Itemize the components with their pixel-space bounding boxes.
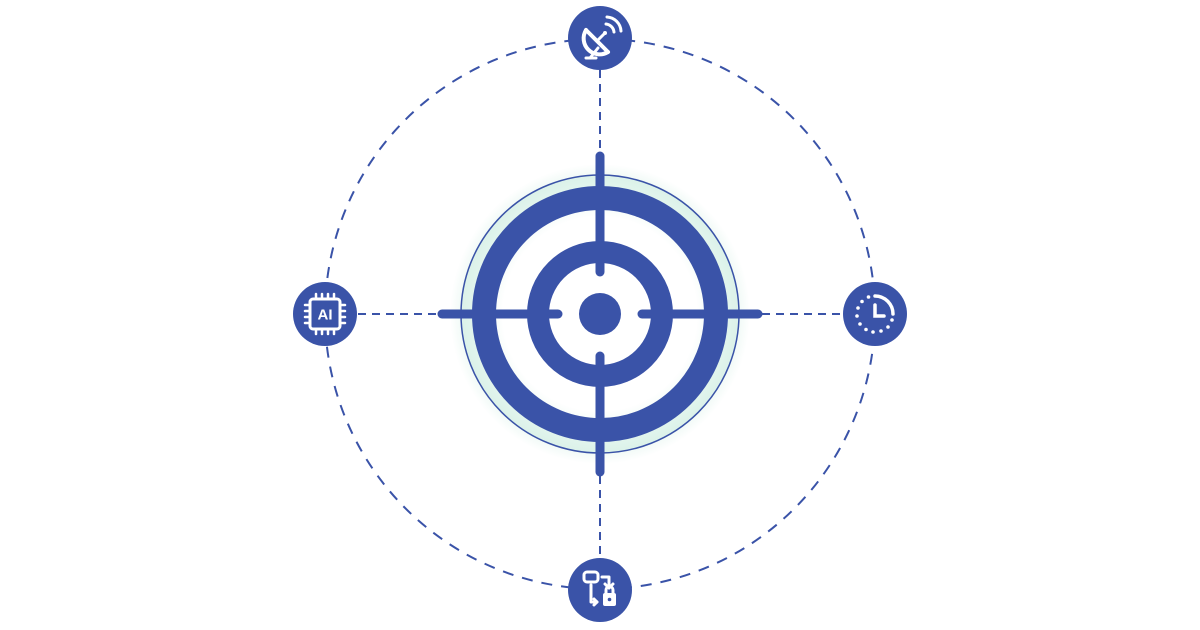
target-bullseye	[579, 293, 621, 335]
node-right[interactable]	[843, 282, 907, 346]
node-left[interactable]: AI	[293, 282, 357, 346]
node-bottom[interactable]	[568, 558, 632, 622]
satellite-dish-icon	[581, 15, 623, 60]
ai-chip-icon: AI	[303, 292, 347, 336]
clock-history-icon	[855, 294, 895, 334]
connector-lines	[358, 70, 845, 560]
crosshair-target-icon	[437, 151, 763, 477]
crosshair-lines	[437, 151, 763, 477]
node-top[interactable]	[568, 6, 632, 70]
workflow-lock-icon	[582, 570, 616, 607]
ai-chip-label: AI	[318, 307, 333, 324]
